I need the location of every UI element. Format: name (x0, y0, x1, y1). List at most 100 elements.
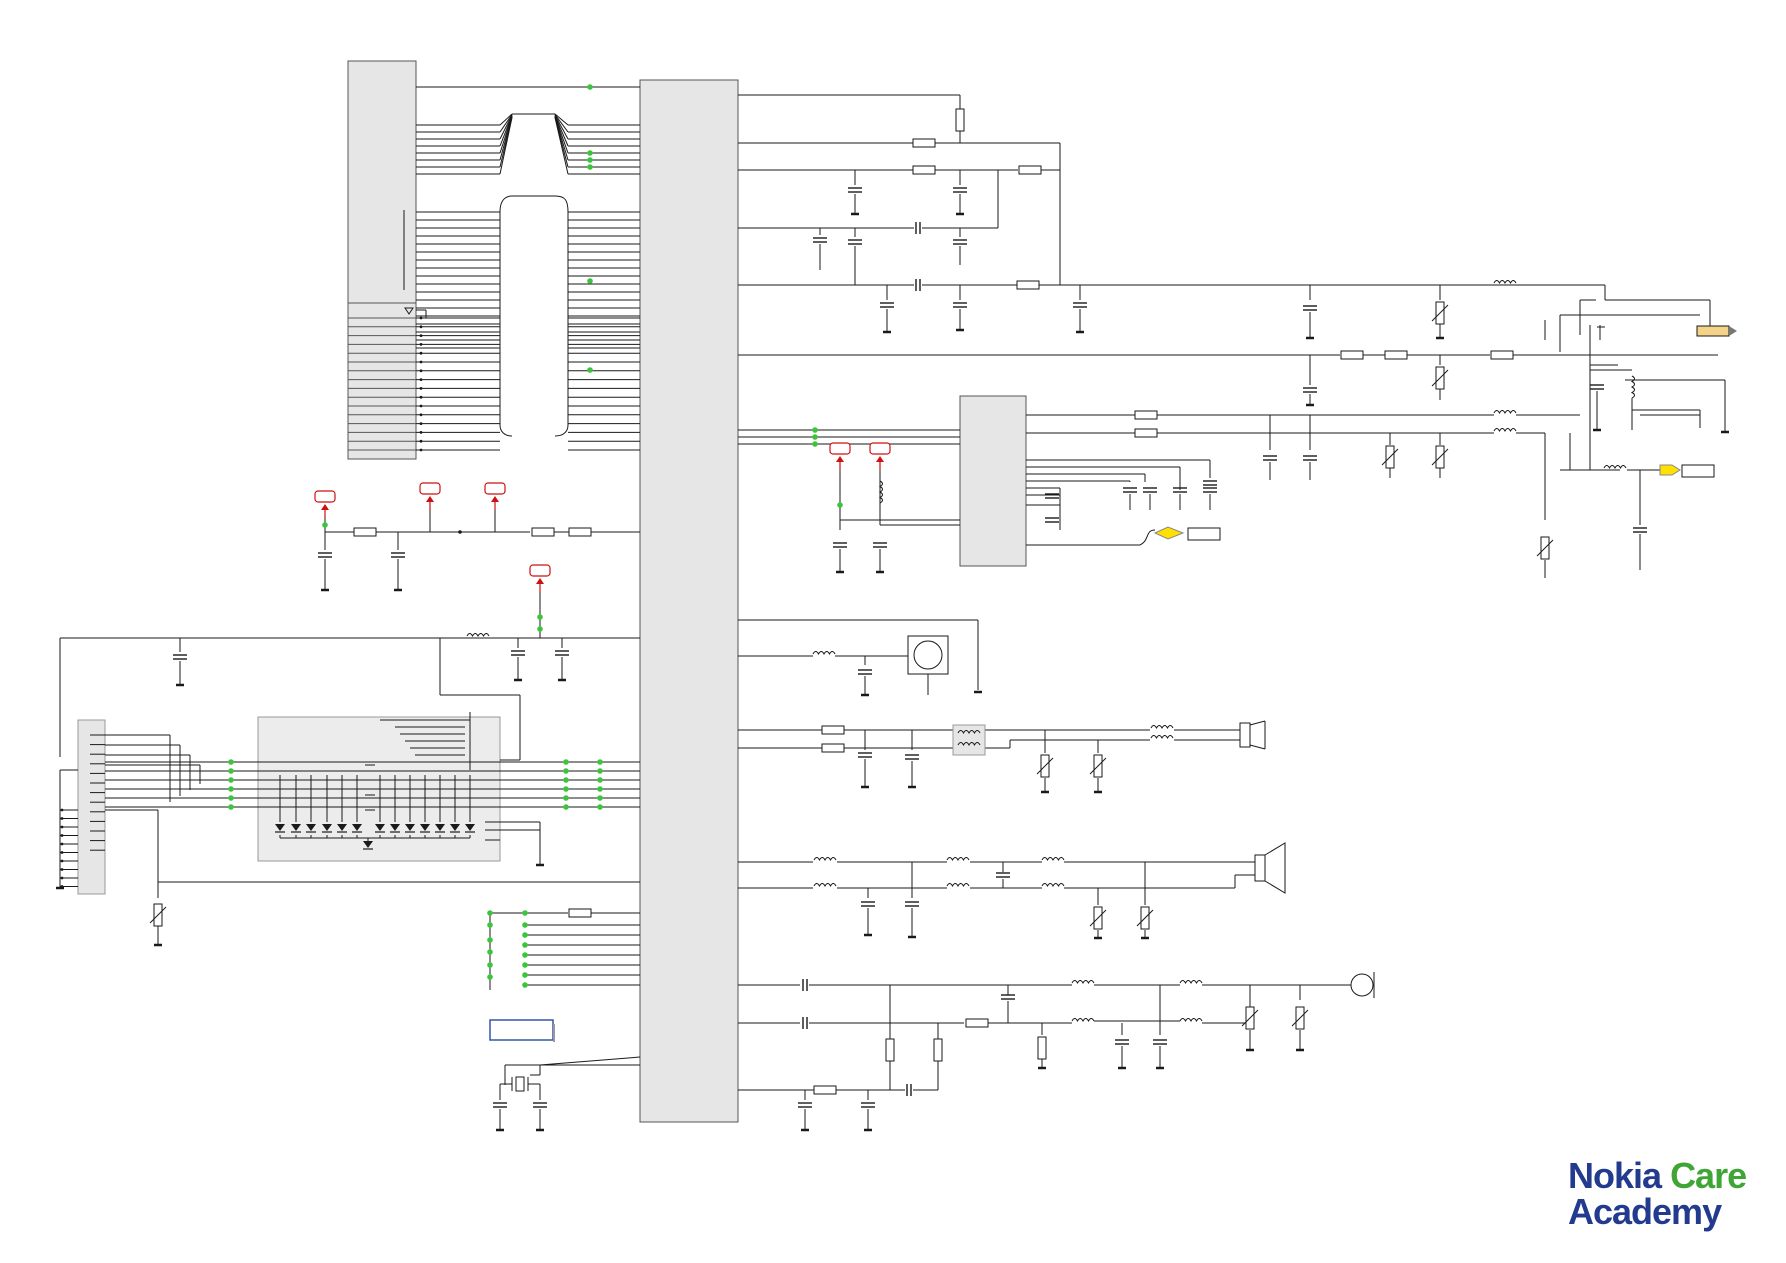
varistor (1291, 1006, 1309, 1030)
junction-dot (487, 974, 493, 980)
capacitor (554, 650, 570, 656)
net-flag-icon (1153, 526, 1185, 540)
junction-dot (597, 804, 603, 810)
audio-codec-block (959, 395, 1027, 567)
earpiece-icon (1239, 722, 1251, 748)
capacitor (492, 1102, 508, 1108)
resistor (965, 1018, 989, 1028)
junction-dot (487, 937, 493, 943)
junction-dot (522, 952, 528, 958)
junction-dot (522, 962, 528, 968)
junction-dot (587, 367, 593, 373)
capacitor (952, 187, 968, 193)
varistor (1431, 445, 1449, 469)
junction-dot (587, 84, 593, 90)
resistor (912, 138, 936, 148)
junction-dot (587, 164, 593, 170)
inductor (1179, 1018, 1203, 1022)
inductor (1041, 857, 1065, 861)
junction-dot (563, 777, 569, 783)
resistor (1134, 428, 1158, 438)
capacitor (1262, 455, 1278, 461)
junction-dot (563, 786, 569, 792)
capacitor (1044, 517, 1060, 523)
junction-dot (522, 910, 528, 916)
memory-connector-lower (347, 302, 417, 460)
varistor (1381, 445, 1399, 469)
resistor (1340, 350, 1364, 360)
capacitor (1302, 387, 1318, 393)
capacitor (1142, 487, 1158, 493)
resistor (568, 527, 592, 537)
capacitor (1302, 455, 1318, 461)
junction-dot (537, 626, 543, 632)
power-flag (314, 490, 336, 519)
inductor (1150, 725, 1174, 729)
capacitor (797, 1102, 813, 1108)
junction-dot (597, 795, 603, 801)
junction-dot (812, 441, 818, 447)
inductor (1041, 883, 1065, 887)
resistor (821, 743, 845, 753)
inductor (1071, 1018, 1095, 1022)
junction-dot (228, 759, 234, 765)
capacitor (390, 552, 406, 558)
junction-dot (597, 759, 603, 765)
capacitor (995, 872, 1011, 878)
microphone-icon (1350, 973, 1374, 997)
keypad-connector-block (77, 719, 106, 895)
capacitor (317, 552, 333, 558)
varistor (1089, 906, 1107, 930)
resistor (885, 1038, 895, 1062)
capacitor (1302, 305, 1318, 311)
junction-dot (522, 932, 528, 938)
capacitor (832, 542, 848, 548)
capacitor (1122, 487, 1138, 493)
capacitor (1202, 487, 1218, 493)
resistor (1134, 410, 1158, 420)
power-flag (419, 482, 441, 511)
varistor (1431, 366, 1449, 390)
capacitor (857, 669, 873, 675)
varistor (1036, 754, 1054, 778)
junction-dot (812, 427, 818, 433)
net-label-box (1187, 527, 1221, 541)
resistor (1018, 165, 1042, 175)
triangle-marker-icon (404, 307, 414, 315)
capacitor (904, 754, 920, 760)
net-flag-icon (1659, 464, 1681, 476)
capacitor (802, 978, 808, 992)
inductor (813, 857, 837, 861)
junction-dot (322, 522, 328, 528)
resistor (955, 108, 965, 132)
capacitor (1589, 384, 1605, 390)
inductor (1179, 980, 1203, 984)
resistor (1490, 350, 1514, 360)
capacitor (1000, 994, 1016, 1000)
crystal-icon (515, 1076, 525, 1092)
junction-dot (587, 278, 593, 284)
junction-dot (487, 922, 493, 928)
junction-dot (522, 982, 528, 988)
capacitor (872, 542, 888, 548)
jack-tip-icon (1729, 326, 1737, 336)
inductor (946, 883, 970, 887)
resistor (531, 527, 555, 537)
inductor (946, 857, 970, 861)
junction-dot (228, 777, 234, 783)
varistor (1241, 1006, 1259, 1030)
nokia-care-academy-logo: Nokia Care Academy (1568, 1158, 1768, 1230)
inductor (1493, 428, 1517, 432)
junction-dot (837, 502, 843, 508)
label-box (489, 1019, 554, 1041)
capacitor (802, 1016, 808, 1030)
resistor (933, 1038, 943, 1062)
inductor (813, 883, 837, 887)
capacitor (857, 752, 873, 758)
power-flag (484, 482, 506, 511)
junction-dot (563, 795, 569, 801)
capacitor (915, 221, 921, 235)
varistor (1136, 906, 1154, 930)
capacitor (952, 239, 968, 245)
logo-care-text: Care (1670, 1155, 1747, 1196)
